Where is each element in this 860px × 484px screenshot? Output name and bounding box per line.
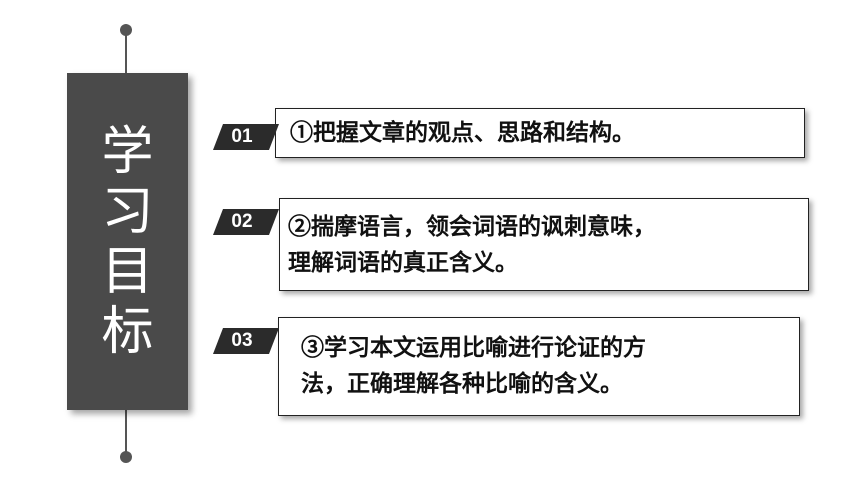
number-tab-01: 01 (213, 124, 279, 150)
title-panel: 学 习 目 标 (67, 73, 188, 410)
bottom-connector-line (125, 409, 127, 457)
number-tab-03: 03 (213, 328, 279, 354)
bottom-dot (120, 451, 132, 463)
number-tab-02: 02 (213, 209, 279, 235)
title-char-4: 标 (101, 301, 154, 362)
objective-box-2: ②揣摩语言，领会词语的讽刺意味， 理解词语的真正含义。 (279, 198, 809, 291)
objective-box-1: ①把握文章的观点、思路和结构。 (275, 108, 805, 158)
top-dot (120, 24, 132, 36)
objective-3-line-2: 法，正确理解各种比喻的含义。 (301, 370, 623, 397)
objective-box-3: ③学习本文运用比喻进行论证的方 法，正确理解各种比喻的含义。 (278, 317, 800, 416)
top-connector-line (125, 32, 127, 74)
objective-2-line-2: 理解词语的真正含义。 (288, 249, 518, 276)
objective-1-text: ①把握文章的观点、思路和结构。 (290, 119, 635, 146)
title-char-1: 学 (101, 121, 154, 182)
objective-3-line-1: ③学习本文运用比喻进行论证的方 (301, 334, 646, 361)
objective-2-line-1: ②揣摩语言，领会词语的讽刺意味， (288, 213, 656, 240)
title-char-3: 目 (101, 241, 154, 302)
title-char-2: 习 (101, 181, 154, 242)
